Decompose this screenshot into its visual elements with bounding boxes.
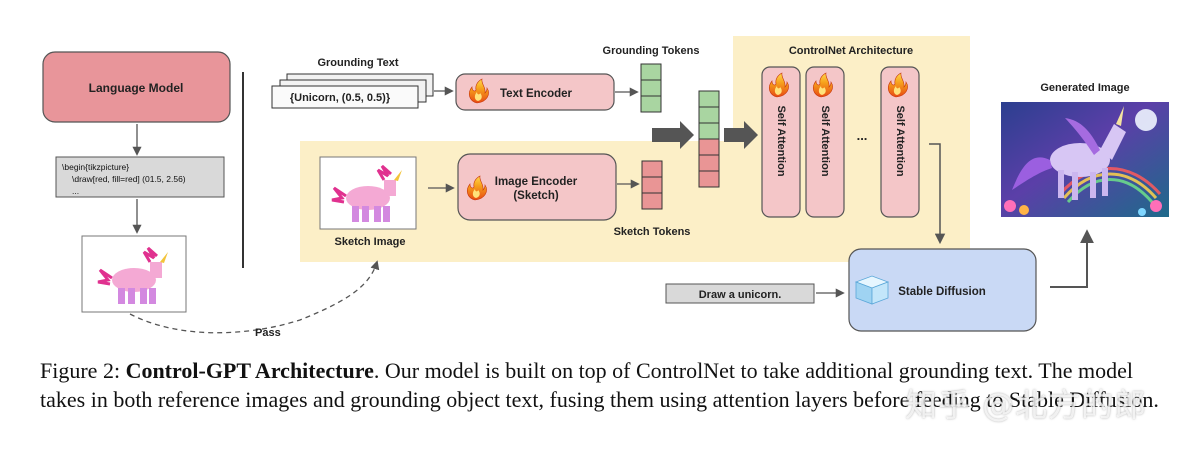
ice-cube-icon <box>854 275 890 305</box>
caption-body: . Our model is built on top of ControlNe… <box>40 358 1159 412</box>
sketch-tokens-label: Sketch Tokens <box>614 226 691 238</box>
arrow-sd-to-generated-image <box>1050 229 1094 288</box>
fat-arrow-to-controlnet <box>724 121 758 149</box>
generated-unicorn-image <box>1001 102 1169 217</box>
figure-caption: Figure 2: Control-GPT Architecture. Our … <box>40 356 1180 414</box>
tikz-code-box <box>55 156 225 198</box>
fused-token <box>698 106 720 124</box>
fused-token <box>698 154 720 172</box>
attention-ellipsis: ... <box>857 128 868 143</box>
watermark: 知乎 @北方的郎 <box>905 386 1148 424</box>
text-encoder-label: Text Encoder <box>500 88 573 100</box>
stable-diffusion-box[interactable] <box>848 248 1037 332</box>
fused-token <box>698 138 720 156</box>
sketch-token <box>641 160 663 178</box>
self-attention-label-2: Self Attention <box>819 105 831 176</box>
pass-label: Pass <box>255 327 281 339</box>
grounding-text-value: {Unicorn, (0.5, 0.5)} <box>290 92 391 104</box>
controlnet-title: ControlNet Architecture <box>789 45 913 57</box>
self-attention-label-3: Self Attention <box>894 105 906 176</box>
self-attention-label-1: Self Attention <box>775 105 787 176</box>
arrow-controlnet-to-sd <box>929 143 946 245</box>
grounding-token <box>640 63 662 81</box>
caption-prefix: Figure 2: <box>40 358 126 383</box>
self-attention-block-3[interactable] <box>880 66 920 218</box>
fused-token <box>698 90 720 108</box>
grounding-text-card-1 <box>271 85 419 109</box>
self-attention-block-2[interactable] <box>805 66 845 218</box>
stable-diffusion-label: Stable Diffusion <box>898 286 986 298</box>
code-line-1: \begin{tikzpicture} <box>62 162 129 172</box>
sketch-token <box>641 176 663 194</box>
sketch-image-label: Sketch Image <box>335 236 406 248</box>
generated-image-label: Generated Image <box>1040 82 1129 94</box>
prompt-box[interactable] <box>665 283 815 304</box>
fused-token <box>698 170 720 188</box>
pass-dashed-arrow <box>129 260 380 334</box>
grounding-token <box>640 95 662 113</box>
sketch-token <box>641 192 663 210</box>
self-attention-block-1[interactable] <box>761 66 801 218</box>
language-model-box[interactable] <box>42 51 231 123</box>
image-encoder-label-2: (Sketch) <box>513 190 559 202</box>
fused-token <box>698 122 720 140</box>
prompt-text: Draw a unicorn. <box>699 289 782 301</box>
caption-title: Control-GPT Architecture <box>125 358 374 383</box>
image-encoder-box[interactable] <box>457 153 617 221</box>
grounding-text-label: Grounding Text <box>317 57 398 69</box>
fat-arrow-to-fused-tokens <box>652 121 694 149</box>
image-encoder-label-1: Image Encoder <box>495 176 578 188</box>
grounding-tokens-label: Grounding Tokens <box>603 45 700 57</box>
text-encoder-box[interactable] <box>455 73 615 111</box>
language-model-label: Language Model <box>89 81 184 95</box>
control-gpt-diagram: Language Model \begin{tikzpicture} \draw… <box>42 36 1169 339</box>
code-line-3: ... <box>72 186 79 196</box>
code-line-2: \draw[red, fill=red] (01.5, 2.56) <box>72 174 186 184</box>
grounding-token <box>640 79 662 97</box>
